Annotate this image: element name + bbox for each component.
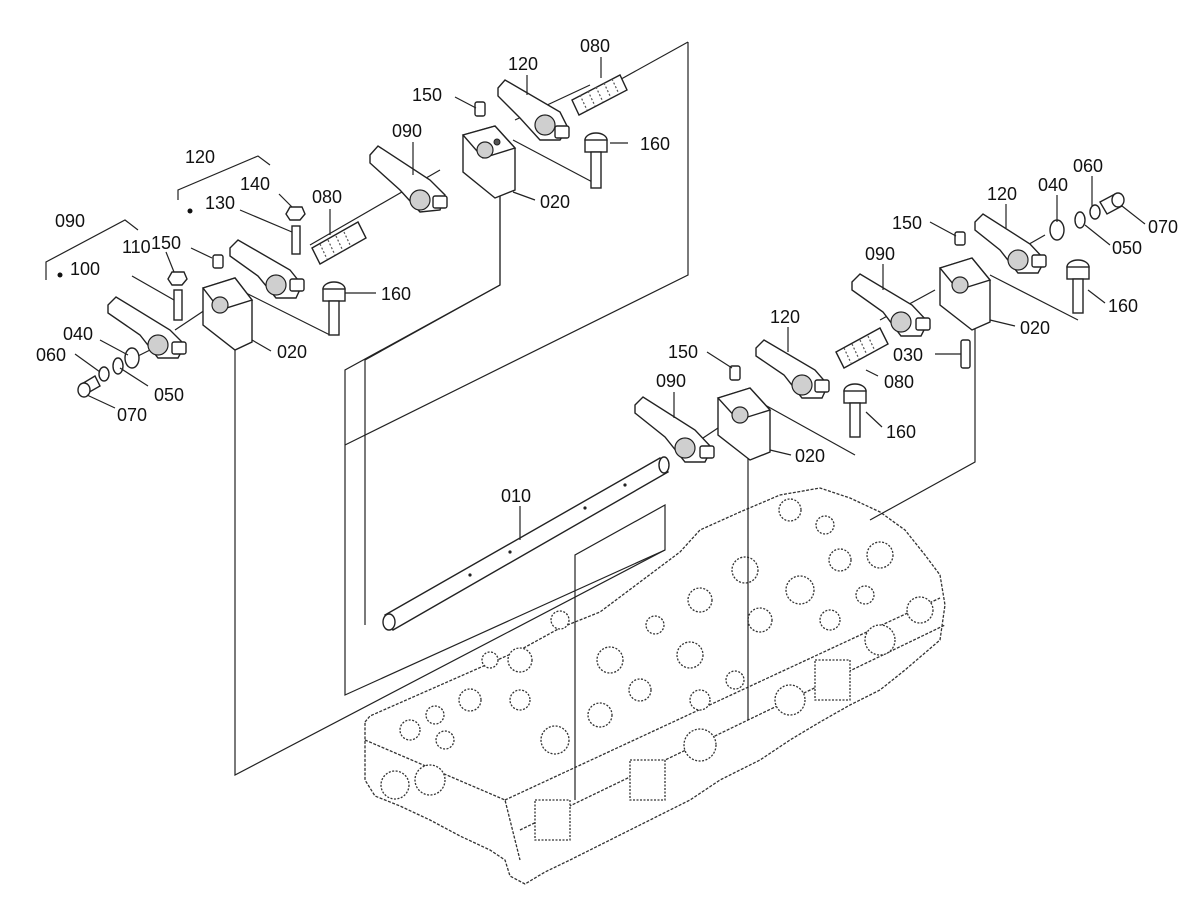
part-label-150: 150 [151,233,181,253]
part-label-100: 100 [70,259,100,279]
part-label-150: 150 [412,85,442,105]
part-label-060: 060 [36,345,66,365]
part-label-120: 120 [508,54,538,74]
part-label-020: 020 [1020,318,1050,338]
part-label-150: 150 [668,342,698,362]
rocker-arm-top-090 [369,145,448,213]
part-label-070: 070 [1148,217,1178,237]
part-label-120: 120 [770,307,800,327]
guide-lines [45,41,1079,800]
rocker-arm-top-120 [497,79,570,141]
bolt-right [1066,259,1090,314]
rocker-shaft [382,456,670,631]
part-label-160: 160 [640,134,670,154]
rocker-arm-right-120 [974,213,1047,274]
part-label-130: 130 [205,193,235,213]
bolt-left [322,281,346,336]
part-label-020: 020 [540,192,570,212]
rocker-bracket-right [938,257,992,331]
part-label-090: 090 [656,371,686,391]
rocker-bracket-left [201,277,254,351]
rocker-arm-left-120 [229,239,305,299]
part-label-110: 110 [122,237,151,257]
part-label-030: 030 [893,345,923,365]
part-label-120: 120 [987,184,1017,204]
cylinder-head [364,487,946,885]
spring-left [311,221,367,265]
small-parts [77,101,1125,398]
part-label-080: 080 [312,187,342,207]
part-labels: 080 120 150 160 090 020 120 140 130 080 … [36,36,1178,506]
part-label-050: 050 [1112,238,1142,258]
bolt-top [584,132,608,189]
part-label-160: 160 [1108,296,1138,316]
part-label-090: 090 [55,211,85,231]
part-label-160: 160 [886,422,916,442]
rocker-bracket-mid [716,387,772,461]
part-label-020: 020 [795,446,825,466]
leader-lines [74,57,1146,540]
part-label-080: 080 [580,36,610,56]
spring-mid [835,327,889,369]
part-label-010: 010 [501,486,531,506]
part-label-140: 140 [240,174,270,194]
part-label-080: 080 [884,372,914,392]
part-label-090: 090 [392,121,422,141]
rocker-arm-left-090 [107,296,187,359]
rocker-arm-right-090 [851,273,931,337]
part-label-120: 120 [185,147,215,167]
part-label-040: 040 [63,324,93,344]
part-label-060: 060 [1073,156,1103,176]
part-label-040: 040 [1038,175,1068,195]
spring-top [571,74,628,116]
part-label-020: 020 [277,342,307,362]
bolt-mid [843,383,867,438]
part-label-070: 070 [117,405,147,425]
part-label-090: 090 [865,244,895,264]
part-label-160: 160 [381,284,411,304]
rocker-arm-mid-090 [634,396,715,463]
part-label-150: 150 [892,213,922,233]
rocker-bracket-top [461,125,517,199]
part-label-050: 050 [154,385,184,405]
rocker-arm-mid-120 [755,339,830,399]
